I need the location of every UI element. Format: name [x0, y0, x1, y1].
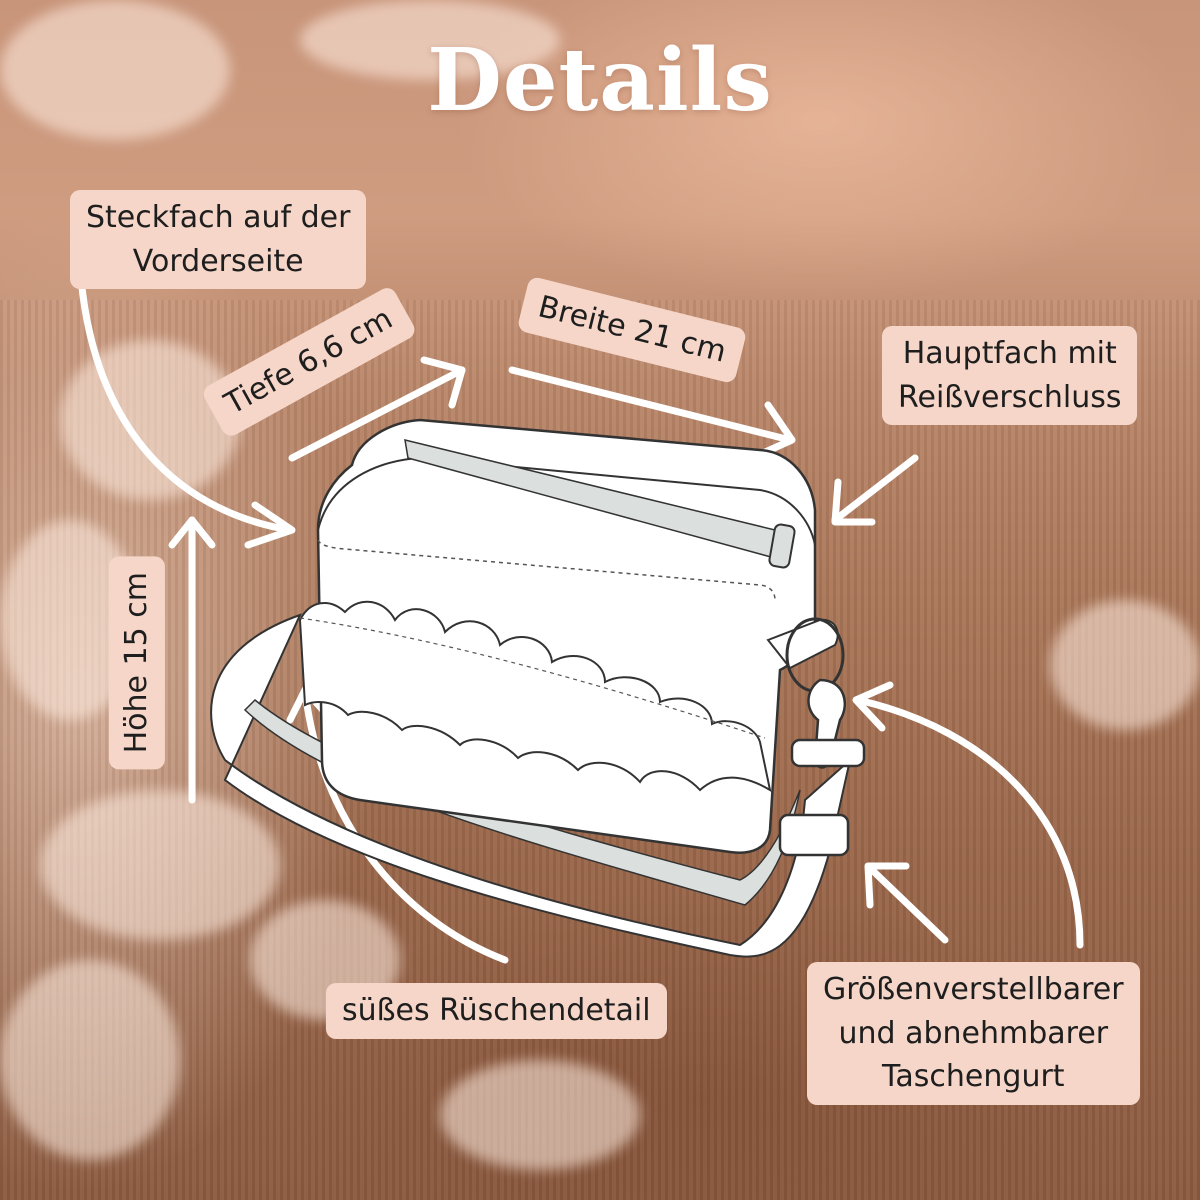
label-line: und abnehmbarer — [838, 1015, 1109, 1051]
ruffle-seam — [299, 617, 766, 739]
blossom-blur — [300, 0, 560, 80]
label-line: Vorderseite — [132, 243, 304, 279]
arrow-main-compartment — [831, 454, 919, 526]
blossom-blur — [440, 1060, 640, 1170]
label-front-pocket: Steckfach auf der Vorderseite — [70, 190, 367, 289]
blossom-blur — [0, 960, 180, 1160]
label-strap: Größenverstellbarer und abnehmbarer Tasc… — [807, 962, 1140, 1105]
label-height: Höhe 15 cm — [108, 556, 165, 770]
label-main-compartment: Hauptfach mit Reißverschluss — [882, 326, 1138, 425]
arrow-depth — [288, 356, 466, 462]
arrow-pocket — [76, 261, 296, 549]
blossom-blur — [40, 790, 280, 940]
blossom-blur — [60, 340, 240, 500]
page-title: Details — [427, 30, 773, 131]
arrow-strap-upper — [852, 681, 1084, 949]
blossom-blur — [1050, 600, 1200, 730]
zipper-pull-icon — [768, 523, 796, 569]
label-line: Größenverstellbarer — [823, 972, 1124, 1007]
label-line: Hauptfach mit — [902, 336, 1117, 371]
arrow-strap-lower — [864, 862, 949, 944]
label-line: Taschengurt — [882, 1059, 1065, 1094]
swivel-buckle-icon — [790, 738, 866, 768]
arrow-height — [168, 516, 216, 804]
strap-slider-icon — [778, 813, 850, 857]
bag-strap — [210, 613, 852, 958]
ruffle — [298, 600, 772, 793]
blossom-blur — [0, 0, 230, 140]
label-ruffle: süßes Rüschendetail — [326, 983, 667, 1039]
label-line: Steckfach auf der — [86, 200, 351, 235]
label-line: Reißverschluss — [898, 379, 1122, 415]
